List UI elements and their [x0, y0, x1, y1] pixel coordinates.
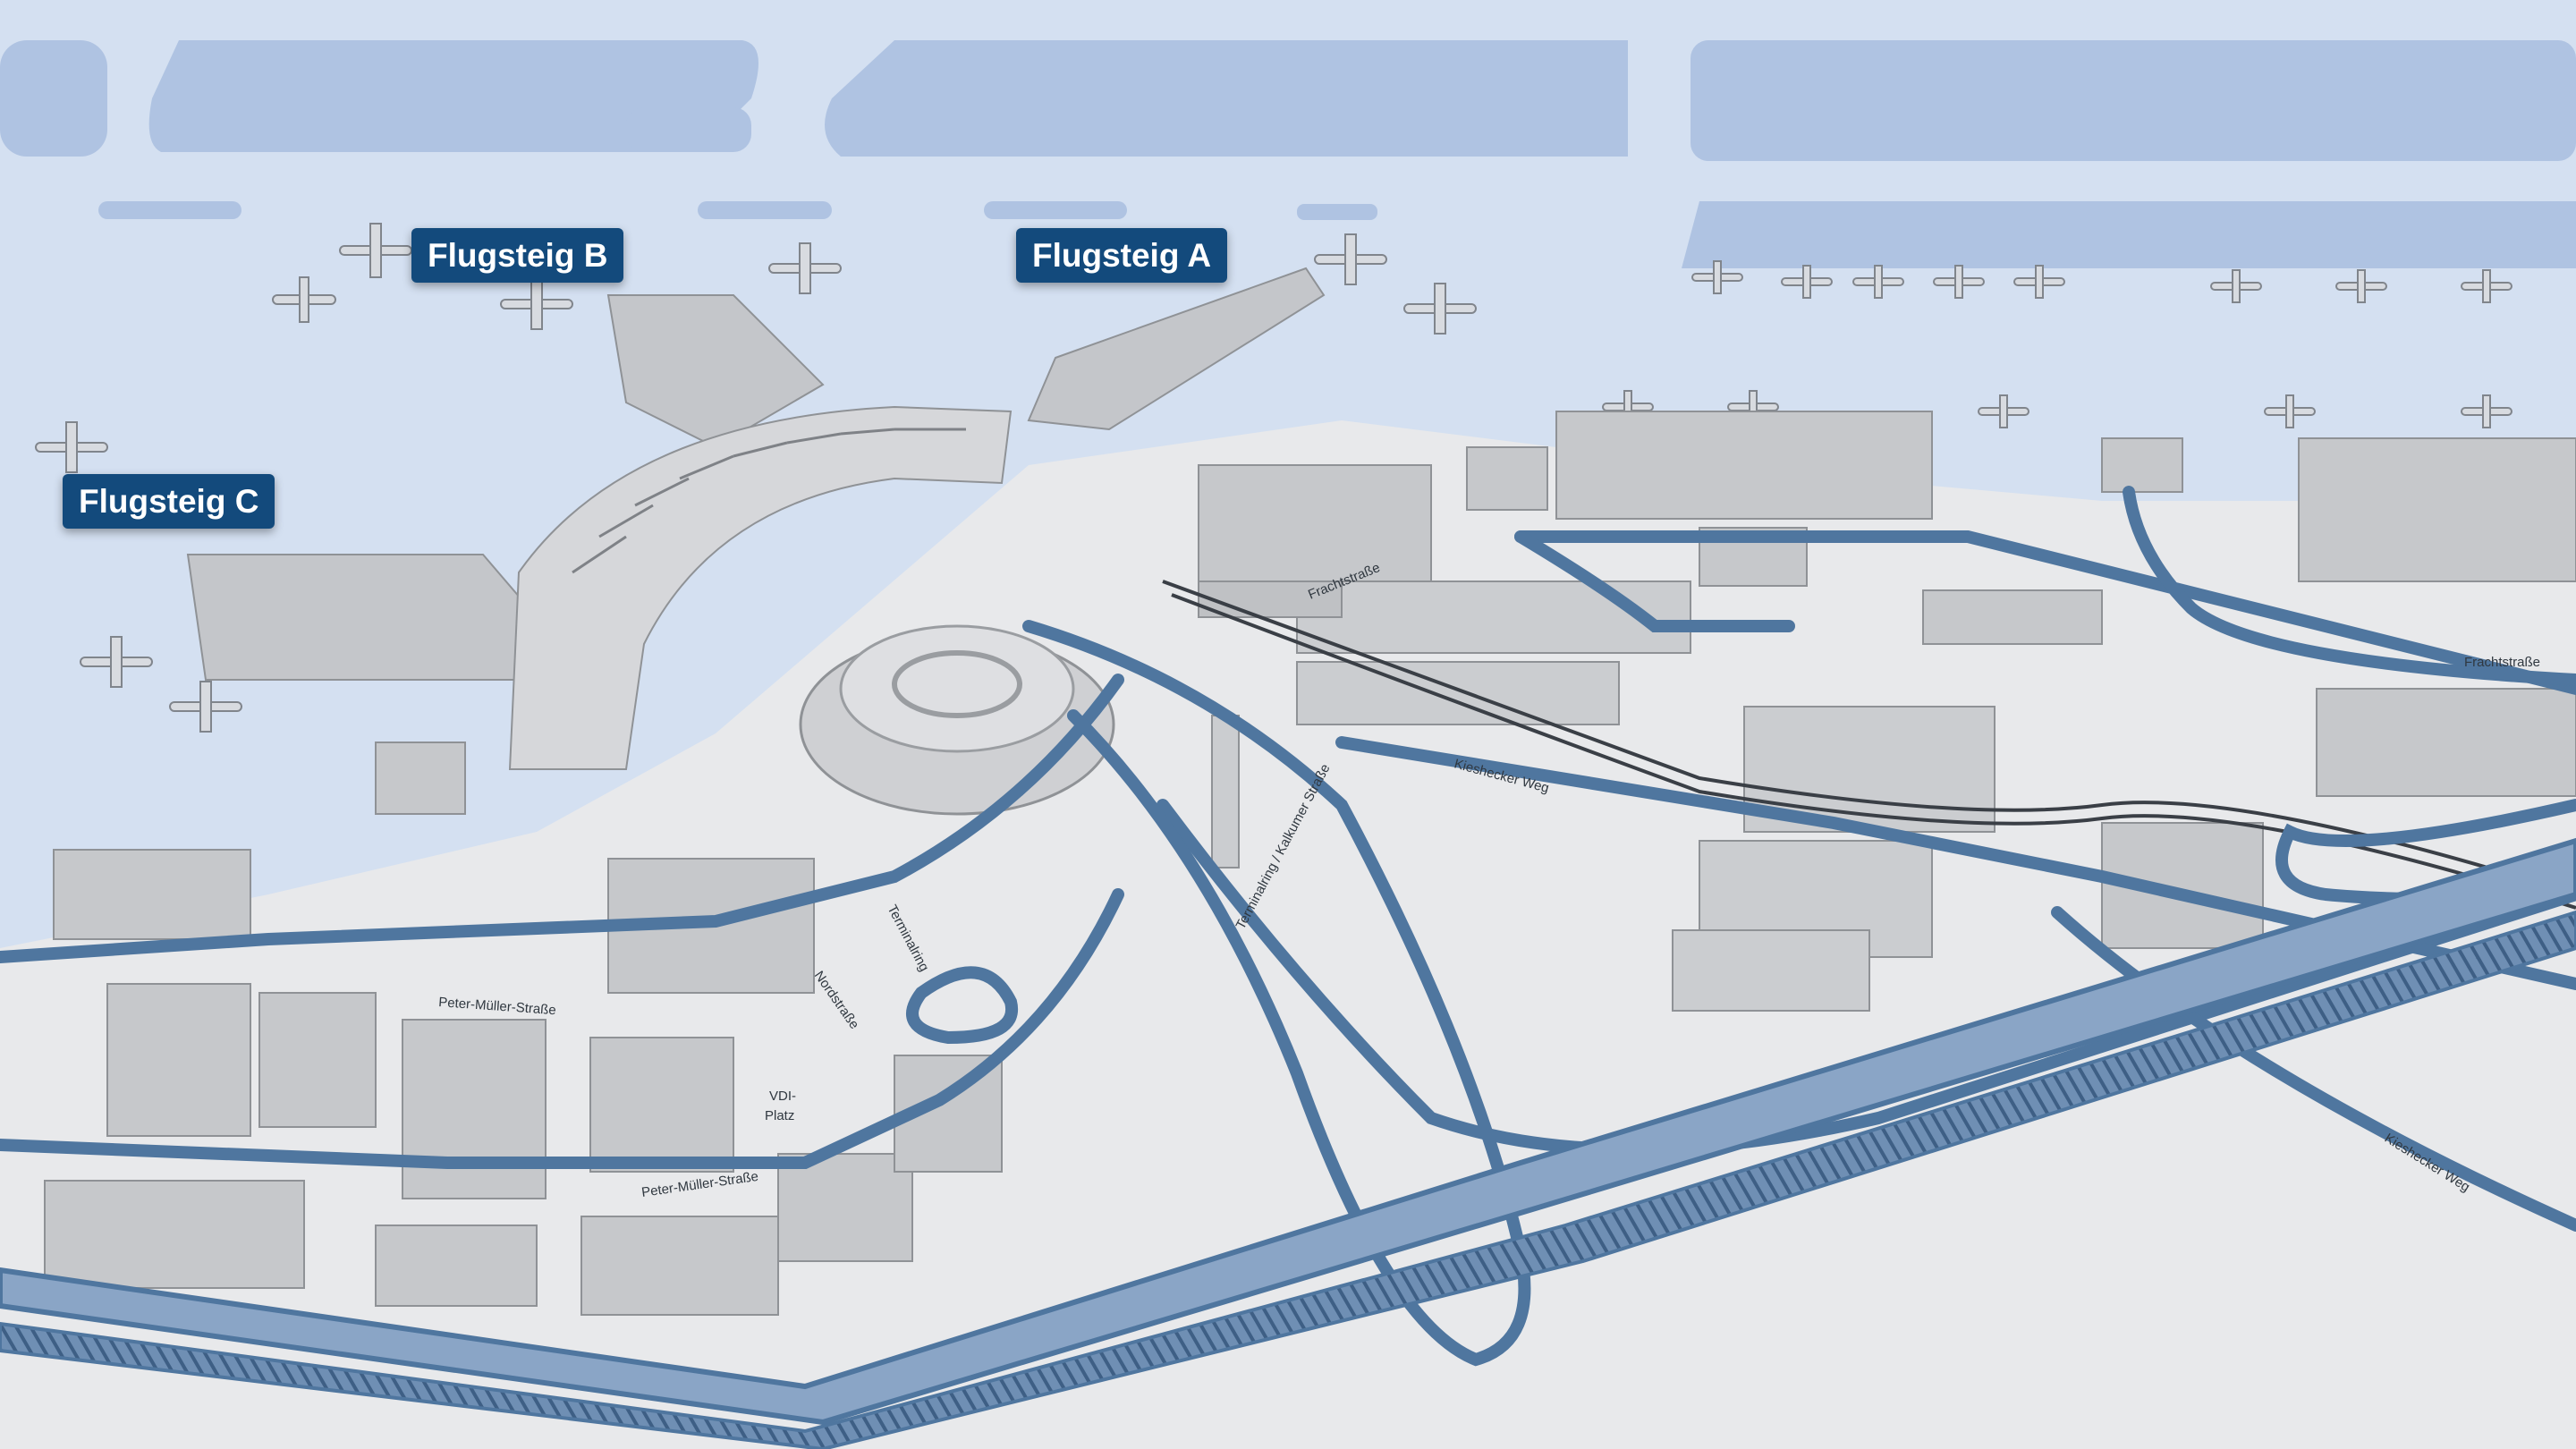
- street-label-vdi-platz: VDI-: [769, 1089, 796, 1104]
- street-label-vdi-platz-2: Platz: [765, 1108, 794, 1123]
- motorway: [0, 837, 2576, 1449]
- grass-fields: [0, 40, 2576, 268]
- control-tower: [1211, 715, 1240, 869]
- roads: [0, 486, 2576, 1367]
- pier-c: [186, 554, 538, 681]
- pier-a: [1027, 267, 1326, 431]
- central-terminal: [508, 405, 1013, 770]
- pier-b: [606, 294, 825, 449]
- label-flugsteig-a[interactable]: Flugsteig A: [1016, 228, 1228, 283]
- label-flugsteig-b[interactable]: Flugsteig B: [411, 228, 624, 283]
- street-label-frachtstrasse-2: Frachtstraße: [2464, 655, 2540, 670]
- terminal-buildings: [44, 267, 2576, 1316]
- label-flugsteig-c[interactable]: Flugsteig C: [63, 474, 275, 529]
